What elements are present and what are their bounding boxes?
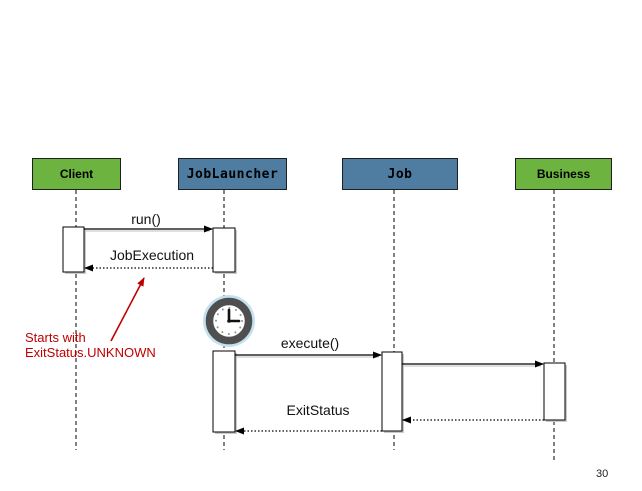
- message-label-run: run(): [131, 211, 161, 227]
- clock-icon: [203, 295, 255, 347]
- participant-box-business: Business: [515, 158, 612, 190]
- message-label-execute: execute(): [280, 335, 340, 351]
- annotation-text: Starts with ExitStatus.UNKNOWN: [25, 330, 156, 360]
- activation-bars: [62, 226, 566, 433]
- participant-label-business: Business: [536, 167, 591, 181]
- participant-label-job: Job: [387, 166, 413, 182]
- page-number: 30: [596, 468, 609, 480]
- activation-joblauncher2: [212, 350, 236, 433]
- return-arrows: [84, 264, 544, 435]
- activation-joblauncher1: [212, 227, 236, 273]
- message-label-exitstatus: ExitStatus: [286, 402, 350, 418]
- annotation-arrow: [110, 277, 145, 342]
- activation-job: [381, 351, 403, 432]
- annotation-line1: Starts with: [25, 330, 86, 345]
- activation-client: [62, 226, 85, 273]
- annotation-line2: ExitStatus.UNKNOWN: [25, 345, 156, 360]
- call-arrows: [84, 225, 544, 368]
- participant-box-job: Job: [342, 158, 458, 190]
- participant-label-joblauncher: JobLauncher: [186, 166, 279, 182]
- activation-business: [543, 362, 566, 421]
- message-label-jobexecution: JobExecution: [109, 247, 195, 263]
- participant-label-client: Client: [59, 167, 94, 181]
- participant-box-joblauncher: JobLauncher: [178, 158, 287, 190]
- participant-box-client: Client: [32, 158, 121, 190]
